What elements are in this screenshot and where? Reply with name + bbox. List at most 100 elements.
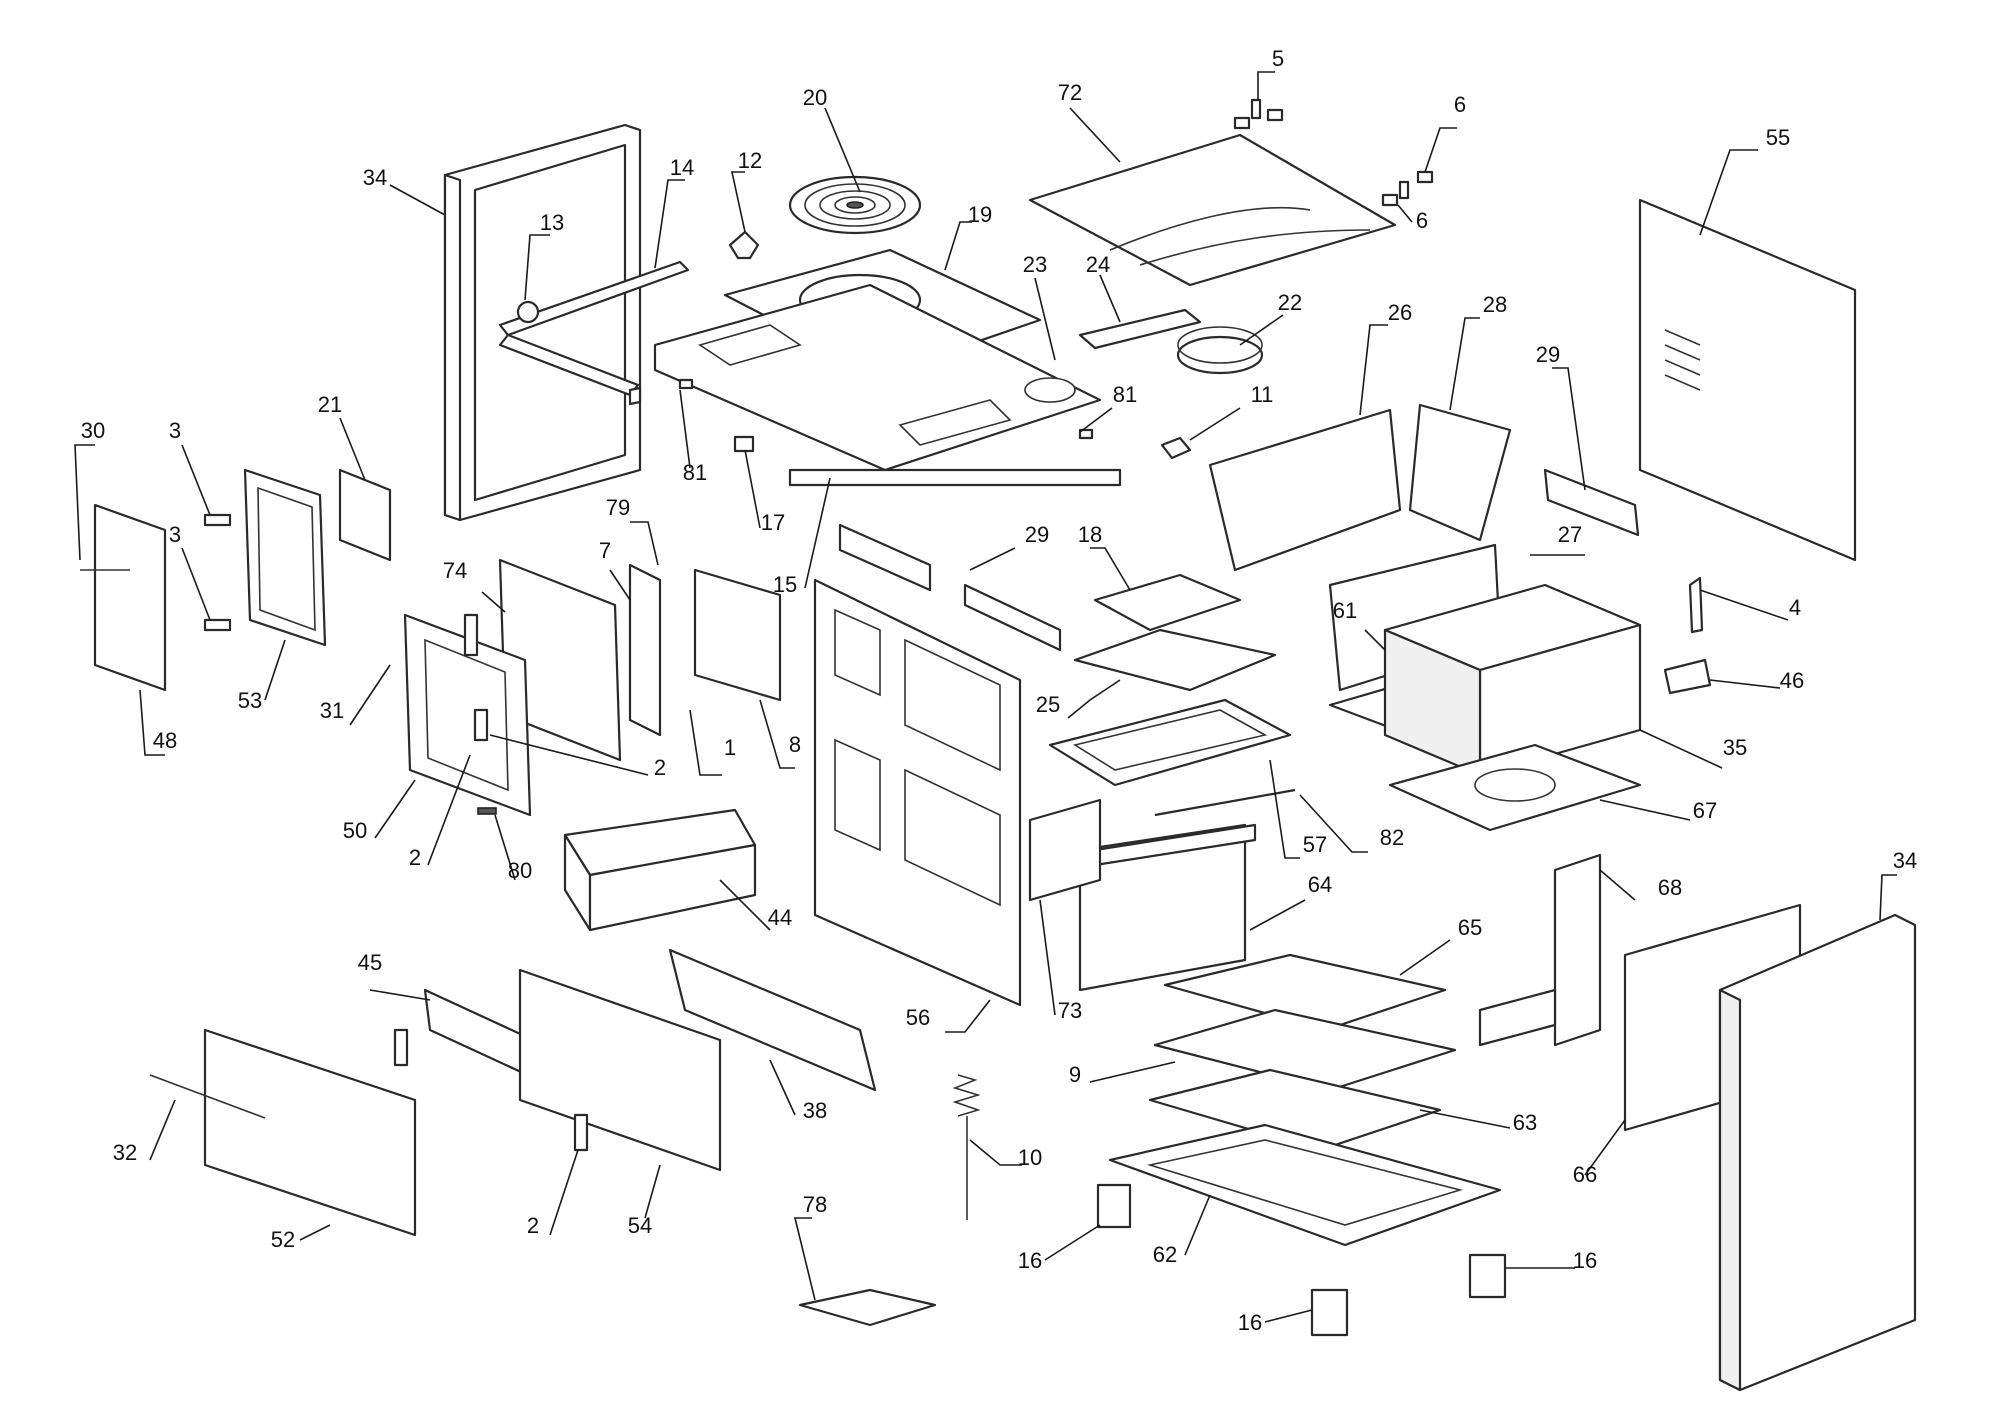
callout-45: 45 <box>358 950 382 975</box>
leader-2a <box>489 734 649 776</box>
callout-25: 25 <box>1036 692 1060 717</box>
callout-30: 30 <box>81 418 105 443</box>
leader-57 <box>1269 759 1300 859</box>
leader-12 <box>731 171 746 233</box>
part-55-back-panel <box>1638 198 1857 562</box>
leader-22 <box>1239 314 1284 346</box>
part-52-lower-door <box>149 1028 417 1237</box>
leader-48 <box>139 689 165 756</box>
leader-4 <box>1699 589 1789 621</box>
leader-30 <box>74 444 95 561</box>
leader-32 <box>149 1099 176 1161</box>
leader-16a <box>1044 1224 1101 1261</box>
callout-6b: 6 <box>1416 208 1428 233</box>
leader-65 <box>1399 939 1451 976</box>
callout-27: 27 <box>1558 522 1582 547</box>
leader-19 <box>944 221 972 271</box>
callout-35: 35 <box>1723 735 1747 760</box>
leader-23 <box>1034 277 1056 361</box>
leader-31 <box>349 664 391 726</box>
callout-26: 26 <box>1388 300 1412 325</box>
part-78-floor-pad <box>798 1288 937 1327</box>
part-15-pipe <box>788 468 1122 487</box>
part-46-plate <box>1663 658 1712 695</box>
callout-73: 73 <box>1058 998 1082 1023</box>
leader-63 <box>1419 1109 1511 1129</box>
callout-52: 52 <box>271 1227 295 1252</box>
callout-28: 28 <box>1483 292 1507 317</box>
leader-24 <box>1099 274 1121 323</box>
leader-2c <box>549 1149 579 1236</box>
leader-46 <box>1709 679 1781 689</box>
leader-62 <box>1184 1194 1211 1256</box>
part-53-door-frame <box>243 468 327 647</box>
part-81-clips <box>678 378 1094 440</box>
leader-61 <box>1364 629 1386 651</box>
leader-81b <box>1079 407 1113 433</box>
leader-74 <box>481 591 506 613</box>
callout-20: 20 <box>803 85 827 110</box>
part-18-grate <box>1093 573 1242 632</box>
callout-61: 61 <box>1333 598 1357 623</box>
part-50-oven-door <box>403 613 532 817</box>
part-57-tray <box>1048 698 1292 787</box>
callout-6a: 6 <box>1454 92 1466 117</box>
leader-67 <box>1599 799 1691 821</box>
leader-72 <box>1069 107 1121 163</box>
part-56-front-frame <box>813 578 1022 1007</box>
leader-80 <box>494 814 516 881</box>
leader-15 <box>804 477 831 589</box>
callout-64: 64 <box>1308 872 1332 897</box>
part-8-insulation <box>693 568 782 702</box>
callout-32: 32 <box>113 1140 137 1165</box>
leader-78 <box>793 1217 816 1301</box>
leader-25 <box>1067 679 1121 719</box>
leader-8 <box>759 699 795 769</box>
callout-16a: 16 <box>1018 1248 1042 1273</box>
part-48-door <box>80 503 167 692</box>
callout-3b: 3 <box>169 522 181 547</box>
leader-66 <box>1584 1119 1626 1176</box>
callout-2b: 2 <box>409 845 421 870</box>
leader-53 <box>264 639 286 701</box>
callout-72: 72 <box>1058 80 1082 105</box>
leader-79 <box>630 521 659 566</box>
part-80-spring <box>477 807 497 815</box>
leader-6a <box>1424 127 1457 173</box>
part-38-plinth <box>668 948 877 1092</box>
leader-81a <box>679 389 691 469</box>
callout-24: 24 <box>1086 252 1110 277</box>
callout-2a: 2 <box>654 755 666 780</box>
callout-14: 14 <box>670 155 694 180</box>
callout-48: 48 <box>153 728 177 753</box>
leader-7 <box>609 569 631 601</box>
callout-21: 21 <box>318 392 342 417</box>
leader-14 <box>654 179 685 269</box>
part-62-base-frame <box>1108 1123 1502 1247</box>
callout-81b: 81 <box>1113 382 1137 407</box>
leader-2b <box>427 754 471 866</box>
callout-22: 22 <box>1278 290 1302 315</box>
part-44-ash-pan <box>563 808 757 932</box>
part-12-clip <box>728 230 760 260</box>
callout-29a: 29 <box>1536 342 1560 367</box>
part-3-hinges <box>203 513 232 632</box>
leader-13 <box>524 234 550 301</box>
callout-12: 12 <box>738 148 762 173</box>
part-67-base-plate <box>1388 743 1642 832</box>
part-5-screws <box>1233 98 1284 130</box>
callout-16b: 16 <box>1573 1248 1597 1273</box>
callout-74: 74 <box>443 558 467 583</box>
callout-34b: 34 <box>1893 848 1917 873</box>
leader-56 <box>945 999 991 1033</box>
leader-55 <box>1699 149 1758 236</box>
leader-28 <box>1449 317 1480 411</box>
leader-16c <box>1264 1309 1313 1323</box>
callout-9: 9 <box>1069 1062 1081 1087</box>
leader-38 <box>769 1059 796 1116</box>
callout-18: 18 <box>1078 522 1102 547</box>
part-26-firebox-side <box>1208 408 1402 572</box>
leader-50 <box>374 779 416 839</box>
callout-10: 10 <box>1018 1145 1042 1170</box>
